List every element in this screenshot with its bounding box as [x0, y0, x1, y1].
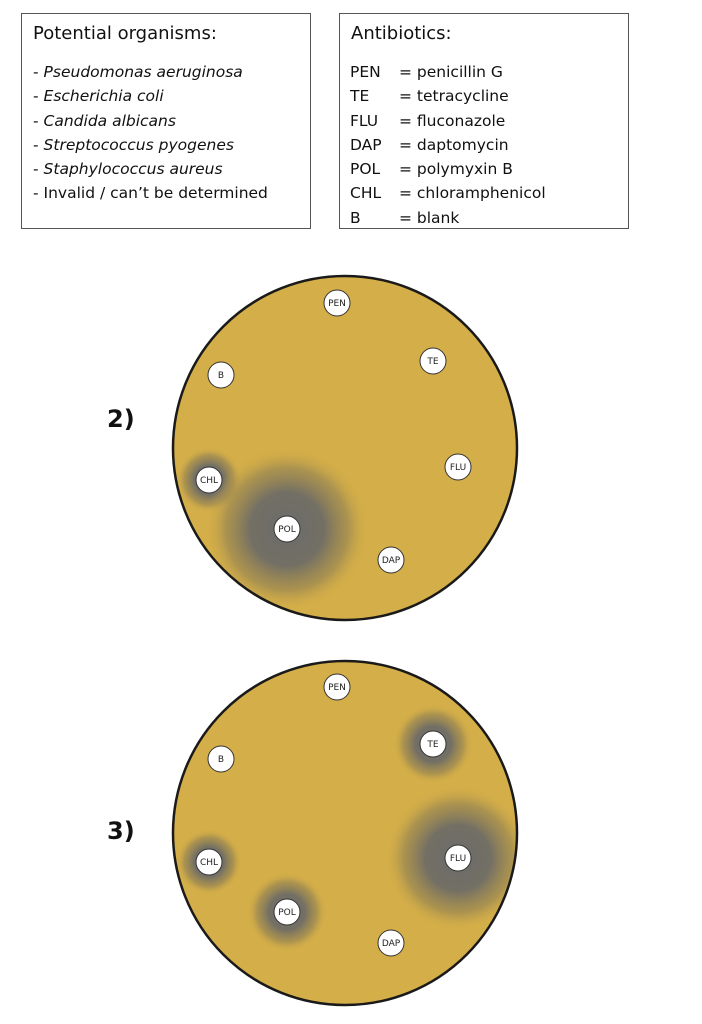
disc-circle: [207, 745, 235, 773]
antibiotic-item: TE= tetracycline: [350, 87, 509, 106]
disc-pol: POL: [273, 515, 301, 543]
disc-label: CHL: [200, 858, 218, 868]
disc-circle: [273, 898, 301, 926]
organism-item: - Escherichia coli: [33, 87, 164, 106]
plate-rim: [171, 659, 519, 1007]
antibiotic-item: PEN= penicillin G: [350, 63, 503, 81]
antibiotics-legend: Antibiotics: PEN= penicillin G TE= tetra…: [339, 13, 629, 229]
disc-circle: [419, 347, 447, 375]
disc-chl: CHL: [195, 466, 223, 494]
antibiotic-item: CHL= chloramphenicol: [350, 184, 546, 203]
disc-circle: [323, 673, 351, 701]
disc-flu: FLU: [444, 844, 472, 872]
antibiotic-item: FLU= fluconazole: [350, 111, 506, 130]
disc-te: TE: [419, 347, 447, 375]
disc-label: DAP: [382, 556, 401, 566]
disc-circle: [377, 929, 405, 957]
disc-label: POL: [278, 908, 296, 918]
organism-item: - Pseudomonas aeruginosa: [33, 63, 243, 81]
disc-label: POL: [278, 525, 296, 535]
petri-plate-3: PEN TE B FLU CHL POL DAP: [171, 659, 519, 1007]
disc-flu: FLU: [444, 453, 472, 481]
petri-plate-2: PEN TE B FLU CHL POL DAP: [171, 274, 519, 622]
disc-pol: POL: [273, 898, 301, 926]
plate-rim: [171, 274, 519, 622]
disc-label: B: [218, 371, 224, 381]
disc-dap: DAP: [377, 929, 405, 957]
disc-circle: [207, 361, 235, 389]
antibiotics-list: PEN= penicillin G TE= tetracycline FLU= …: [350, 60, 546, 230]
disc-circle: [377, 546, 405, 574]
disc-label: DAP: [382, 939, 401, 949]
plate-3-label: 3): [107, 817, 135, 845]
organisms-list: - Pseudomonas aeruginosa - Escherichia c…: [33, 60, 268, 206]
disc-pen: PEN: [323, 289, 351, 317]
plate-2-label: 2): [107, 405, 135, 433]
disc-circle: [444, 844, 472, 872]
antibiotic-item: POL= polymyxin B: [350, 160, 513, 179]
disc-label: TE: [426, 740, 438, 750]
disc-label: FLU: [450, 463, 466, 473]
disc-b: B: [207, 361, 235, 389]
organisms-legend: Potential organisms: - Pseudomonas aerug…: [21, 13, 311, 229]
disc-circle: [195, 466, 223, 494]
organism-item: - Candida albicans: [33, 111, 176, 130]
antibiotic-item: DAP= daptomycin: [350, 135, 509, 154]
organism-item: - Staphylococcus aureus: [33, 160, 223, 179]
disc-label: TE: [426, 357, 438, 367]
disc-dap: DAP: [377, 546, 405, 574]
disc-circle: [273, 515, 301, 543]
organism-item: - Streptococcus pyogenes: [33, 135, 234, 154]
disc-te: TE: [419, 730, 447, 758]
disc-circle: [444, 453, 472, 481]
disc-pen: PEN: [323, 673, 351, 701]
disc-chl: CHL: [195, 848, 223, 876]
disc-b: B: [207, 745, 235, 773]
disc-label: CHL: [200, 476, 218, 486]
disc-label: FLU: [450, 854, 466, 864]
antibiotics-title: Antibiotics:: [351, 23, 452, 44]
antibiotic-item: B= blank: [350, 208, 460, 227]
disc-label: B: [218, 755, 224, 765]
organism-item-invalid: - Invalid / can’t be determined: [33, 184, 268, 203]
disc-label: PEN: [328, 299, 346, 309]
disc-circle: [419, 730, 447, 758]
disc-circle: [323, 289, 351, 317]
disc-label: PEN: [328, 683, 346, 693]
organisms-title: Potential organisms:: [33, 23, 217, 44]
disc-circle: [195, 848, 223, 876]
